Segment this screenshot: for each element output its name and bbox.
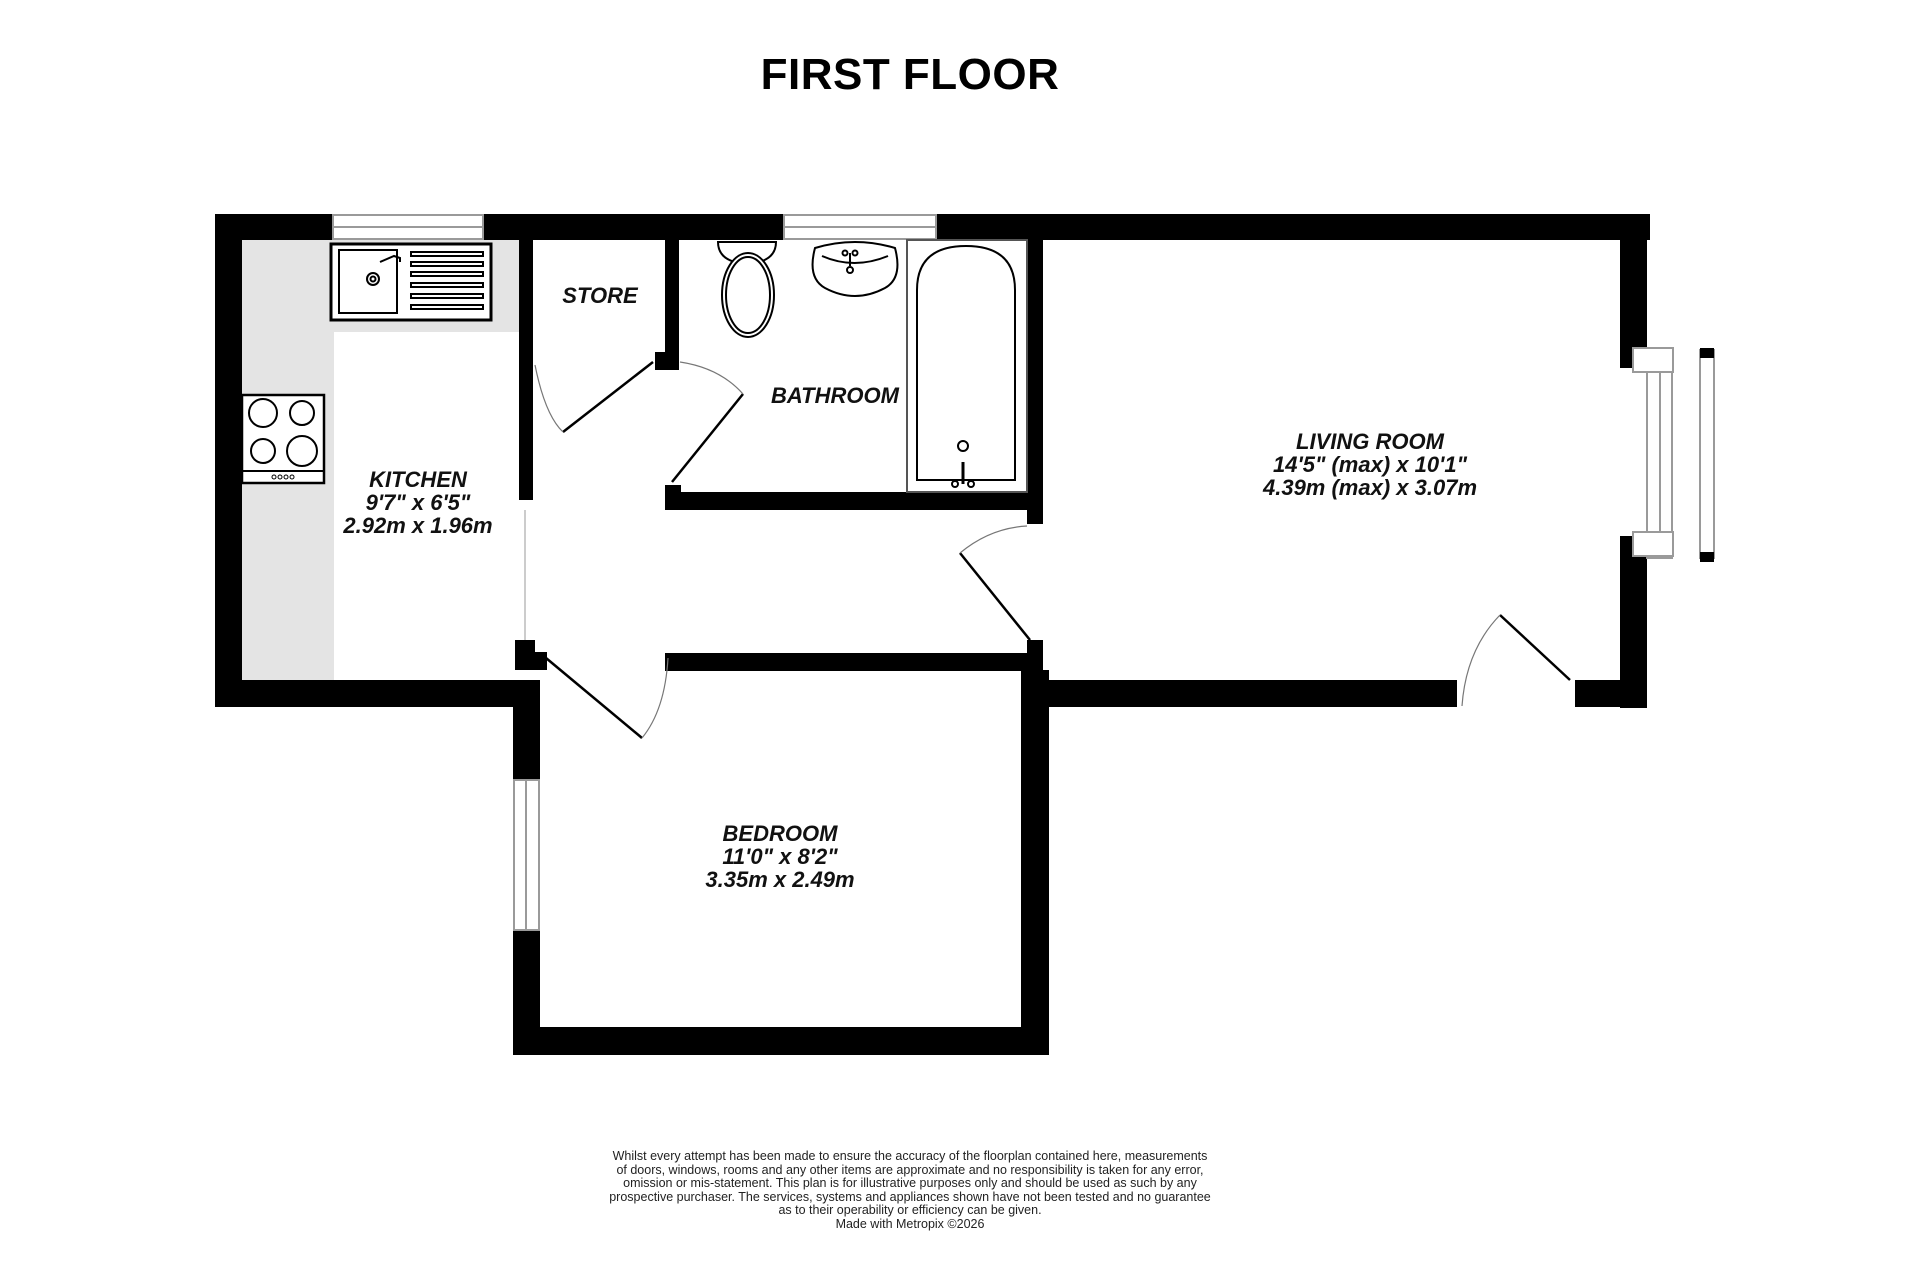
room-name: LIVING ROOM bbox=[1296, 429, 1444, 454]
doors bbox=[524, 361, 1571, 739]
room-dimensions-metric: 4.39m (max) x 3.07m bbox=[1262, 475, 1478, 500]
disclaimer-line: prospective purchaser. The services, sys… bbox=[609, 1189, 1211, 1204]
hob-icon bbox=[240, 393, 326, 485]
bath-icon bbox=[906, 239, 1028, 493]
room-dimensions-metric: 3.35m x 2.49m bbox=[705, 867, 855, 892]
floor-title: FIRST FLOOR bbox=[760, 50, 1060, 99]
room-name: KITCHEN bbox=[369, 467, 467, 492]
basin-icon bbox=[811, 241, 899, 297]
room-label-bedroom: BEDROOM 11'0" x 8'2" 3.35m x 2.49m bbox=[640, 822, 920, 891]
credit: Made with Metropix ©2026 bbox=[835, 1216, 985, 1231]
disclaimer-line: omission or mis-statement. This plan is … bbox=[623, 1176, 1197, 1190]
room-dimensions-metric: 2.92m x 1.96m bbox=[343, 513, 493, 538]
room-label-living-room: LIVING ROOM 14'5" (max) x 10'1" 4.39m (m… bbox=[1220, 430, 1520, 499]
disclaimer-line: of doors, windows, rooms and any other i… bbox=[616, 1162, 1204, 1177]
room-name: BATHROOM bbox=[771, 383, 899, 408]
room-dimensions-imperial: 9'7" x 6'5" bbox=[365, 490, 471, 515]
room-name: BEDROOM bbox=[722, 821, 838, 846]
room-label-bathroom: BATHROOM bbox=[755, 384, 915, 407]
windows bbox=[332, 214, 1715, 931]
room-name: STORE bbox=[562, 283, 638, 308]
room-dimensions-imperial: 14'5" (max) x 10'1" bbox=[1273, 452, 1467, 477]
kitchen-sink-icon bbox=[329, 242, 493, 322]
disclaimer-line: Whilst every attempt has been made to en… bbox=[612, 1149, 1208, 1163]
toilet-icon bbox=[716, 241, 778, 338]
room-label-store: STORE bbox=[540, 284, 660, 307]
disclaimer-line: as to their operability or efficiency ca… bbox=[778, 1203, 1042, 1217]
disclaimer: Whilst every attempt has been made to en… bbox=[560, 1149, 1260, 1231]
room-label-kitchen: KITCHEN 9'7" x 6'5" 2.92m x 1.96m bbox=[318, 468, 518, 537]
room-dimensions-imperial: 11'0" x 8'2" bbox=[722, 844, 838, 869]
